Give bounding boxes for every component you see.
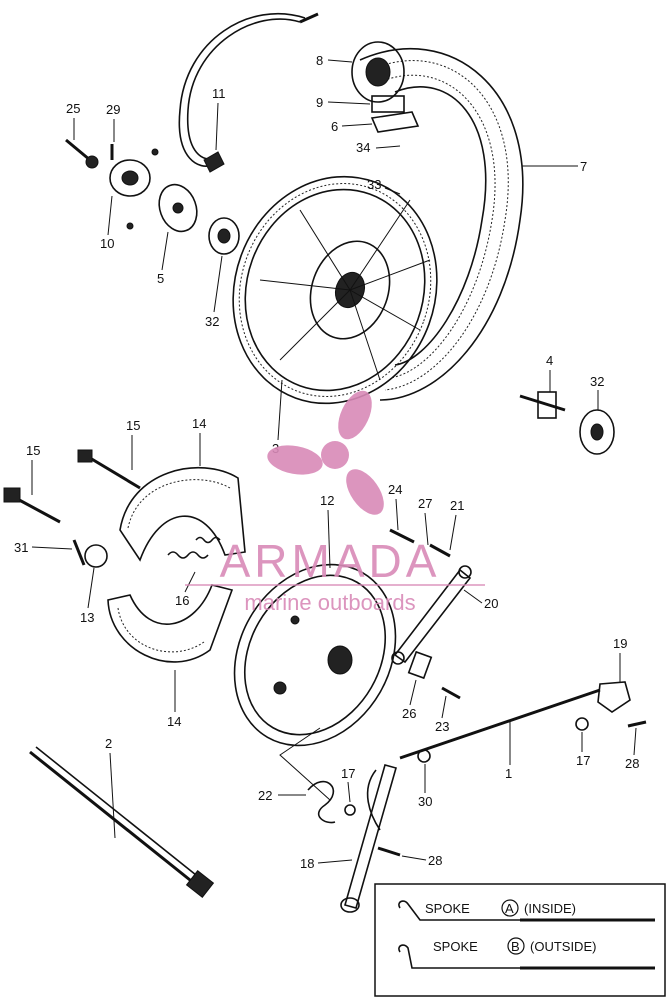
callout-5: 5 bbox=[157, 271, 164, 286]
spoke-a-letter: A bbox=[505, 901, 514, 916]
brake-shoe-lower bbox=[107, 584, 234, 663]
spoke-legend: SPOKE A (INSIDE) SPOKE B (OUTSIDE) bbox=[374, 883, 666, 997]
callout-8: 8 bbox=[316, 53, 323, 68]
spoke-a-label: SPOKE bbox=[425, 901, 470, 916]
callout-13: 13 bbox=[80, 610, 94, 625]
callout-26: 26 bbox=[402, 706, 416, 721]
callout-22: 22 bbox=[258, 788, 272, 803]
callout-28-right: 28 bbox=[625, 756, 639, 771]
speedometer-gearbox bbox=[351, 41, 420, 133]
callout-29: 29 bbox=[106, 102, 120, 117]
legend-frame bbox=[374, 883, 666, 997]
callout-18: 18 bbox=[300, 856, 314, 871]
spoke-b-letter-circle bbox=[507, 937, 525, 955]
spoke-a-letter-circle bbox=[501, 899, 519, 917]
callout-17-right: 17 bbox=[576, 753, 590, 768]
callout-31: 31 bbox=[14, 540, 28, 555]
callout-34: 34 bbox=[356, 140, 370, 155]
callout-12: 12 bbox=[320, 493, 334, 508]
watermark-tagline: marine outboards bbox=[244, 590, 415, 615]
rear-axle-shaft bbox=[29, 746, 215, 898]
spoke-b-note: (OUTSIDE) bbox=[530, 939, 596, 954]
callout-16: 16 bbox=[175, 593, 189, 608]
wheel-bearing-left bbox=[208, 217, 240, 255]
callout-23: 23 bbox=[435, 719, 449, 734]
brake-shoe-upper bbox=[119, 466, 246, 562]
spoke-a-drawing bbox=[398, 900, 655, 921]
spoke-a-note: (INSIDE) bbox=[524, 901, 576, 916]
callout-15-upper: 15 bbox=[126, 418, 140, 433]
callout-21: 21 bbox=[450, 498, 464, 513]
callout-32-right: 32 bbox=[590, 374, 604, 389]
propeller-logo-icon bbox=[267, 390, 384, 515]
wheel-rim bbox=[232, 175, 438, 405]
callout-19: 19 bbox=[613, 636, 627, 651]
callout-28-center: 28 bbox=[428, 853, 442, 868]
callout-20: 20 bbox=[484, 596, 498, 611]
callout-2: 2 bbox=[105, 736, 112, 751]
callout-17-center: 17 bbox=[341, 766, 355, 781]
callout-7: 7 bbox=[580, 159, 587, 174]
callout-10: 10 bbox=[100, 236, 114, 251]
callout-25: 25 bbox=[66, 101, 80, 116]
watermark-brand: ARMADA bbox=[220, 535, 441, 587]
wheel-axle-spacer bbox=[519, 391, 615, 455]
callout-27: 27 bbox=[418, 496, 432, 511]
callout-14-lower: 14 bbox=[167, 714, 181, 729]
armada-watermark: ARMADA marine outboards bbox=[185, 390, 485, 615]
callout-30: 30 bbox=[418, 794, 432, 809]
callout-11: 11 bbox=[212, 86, 226, 101]
brake-bolts bbox=[3, 449, 141, 524]
callout-4: 4 bbox=[546, 353, 553, 368]
callout-15-lower: 15 bbox=[26, 443, 40, 458]
brake-rod bbox=[399, 681, 647, 763]
callout-6: 6 bbox=[331, 119, 338, 134]
rear-tire bbox=[359, 48, 524, 401]
callout-32-left: 32 bbox=[205, 314, 219, 329]
callout-9: 9 bbox=[316, 95, 323, 110]
brake-springs bbox=[72, 536, 221, 568]
brake-arm bbox=[279, 727, 401, 913]
speedometer-cable bbox=[178, 12, 319, 173]
callout-14-upper: 14 bbox=[192, 416, 206, 431]
callout-24: 24 bbox=[388, 482, 402, 497]
spoke-b-letter: B bbox=[511, 939, 520, 954]
torque-link bbox=[389, 528, 472, 700]
spoke-b-drawing bbox=[398, 944, 655, 969]
callout-1: 1 bbox=[505, 766, 512, 781]
spoke-b-label: SPOKE bbox=[433, 939, 478, 954]
brake-panel bbox=[233, 563, 397, 747]
callout-33: 33 bbox=[367, 177, 381, 192]
drive-flange bbox=[65, 138, 198, 233]
